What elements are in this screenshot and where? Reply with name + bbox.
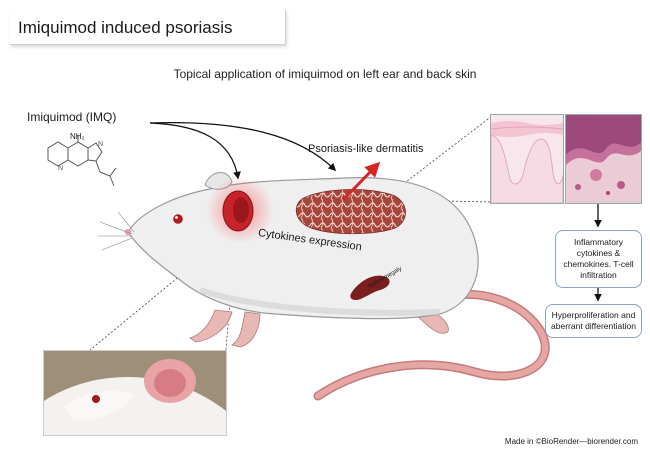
svg-text:N: N (58, 165, 63, 172)
histology-normal (490, 114, 564, 204)
inflammatory-box: Inflammatory cytokines & chemokines. T-c… (555, 230, 642, 288)
red-arrow (341, 161, 381, 202)
hyperproliferation-box: Hyperproliferation and aberrant differen… (545, 304, 642, 338)
spleen (350, 275, 390, 300)
mouse-eye (173, 214, 183, 224)
title-box (10, 10, 286, 45)
inflammatory-box-text: Inflammatory cytokines & chemokines. T-c… (563, 237, 634, 280)
arrow-to-ear (149, 122, 241, 180)
nh2-label: NH₂ (70, 132, 85, 141)
page-title: Imiquimod induced psoriasis (18, 18, 233, 37)
imiquimod-structure: N N (47, 135, 117, 187)
imiquimod-label: Imiquimod (IMQ) (27, 110, 117, 124)
svg-text:N: N (98, 141, 103, 148)
subtitle: Topical application of imiquimod on left… (173, 67, 477, 81)
mouse-photo (43, 350, 227, 436)
hyperproliferation-box-text: Hyperproliferation and aberrant differen… (551, 310, 636, 331)
skin-lesion (295, 189, 406, 235)
credit-text: Made in ©BioRender—biorender.com (504, 437, 638, 446)
histology-psoriatic (565, 114, 642, 204)
arrow-to-back (149, 121, 337, 172)
psoriasis-label: Psoriasis-like dermatitis (308, 143, 424, 155)
